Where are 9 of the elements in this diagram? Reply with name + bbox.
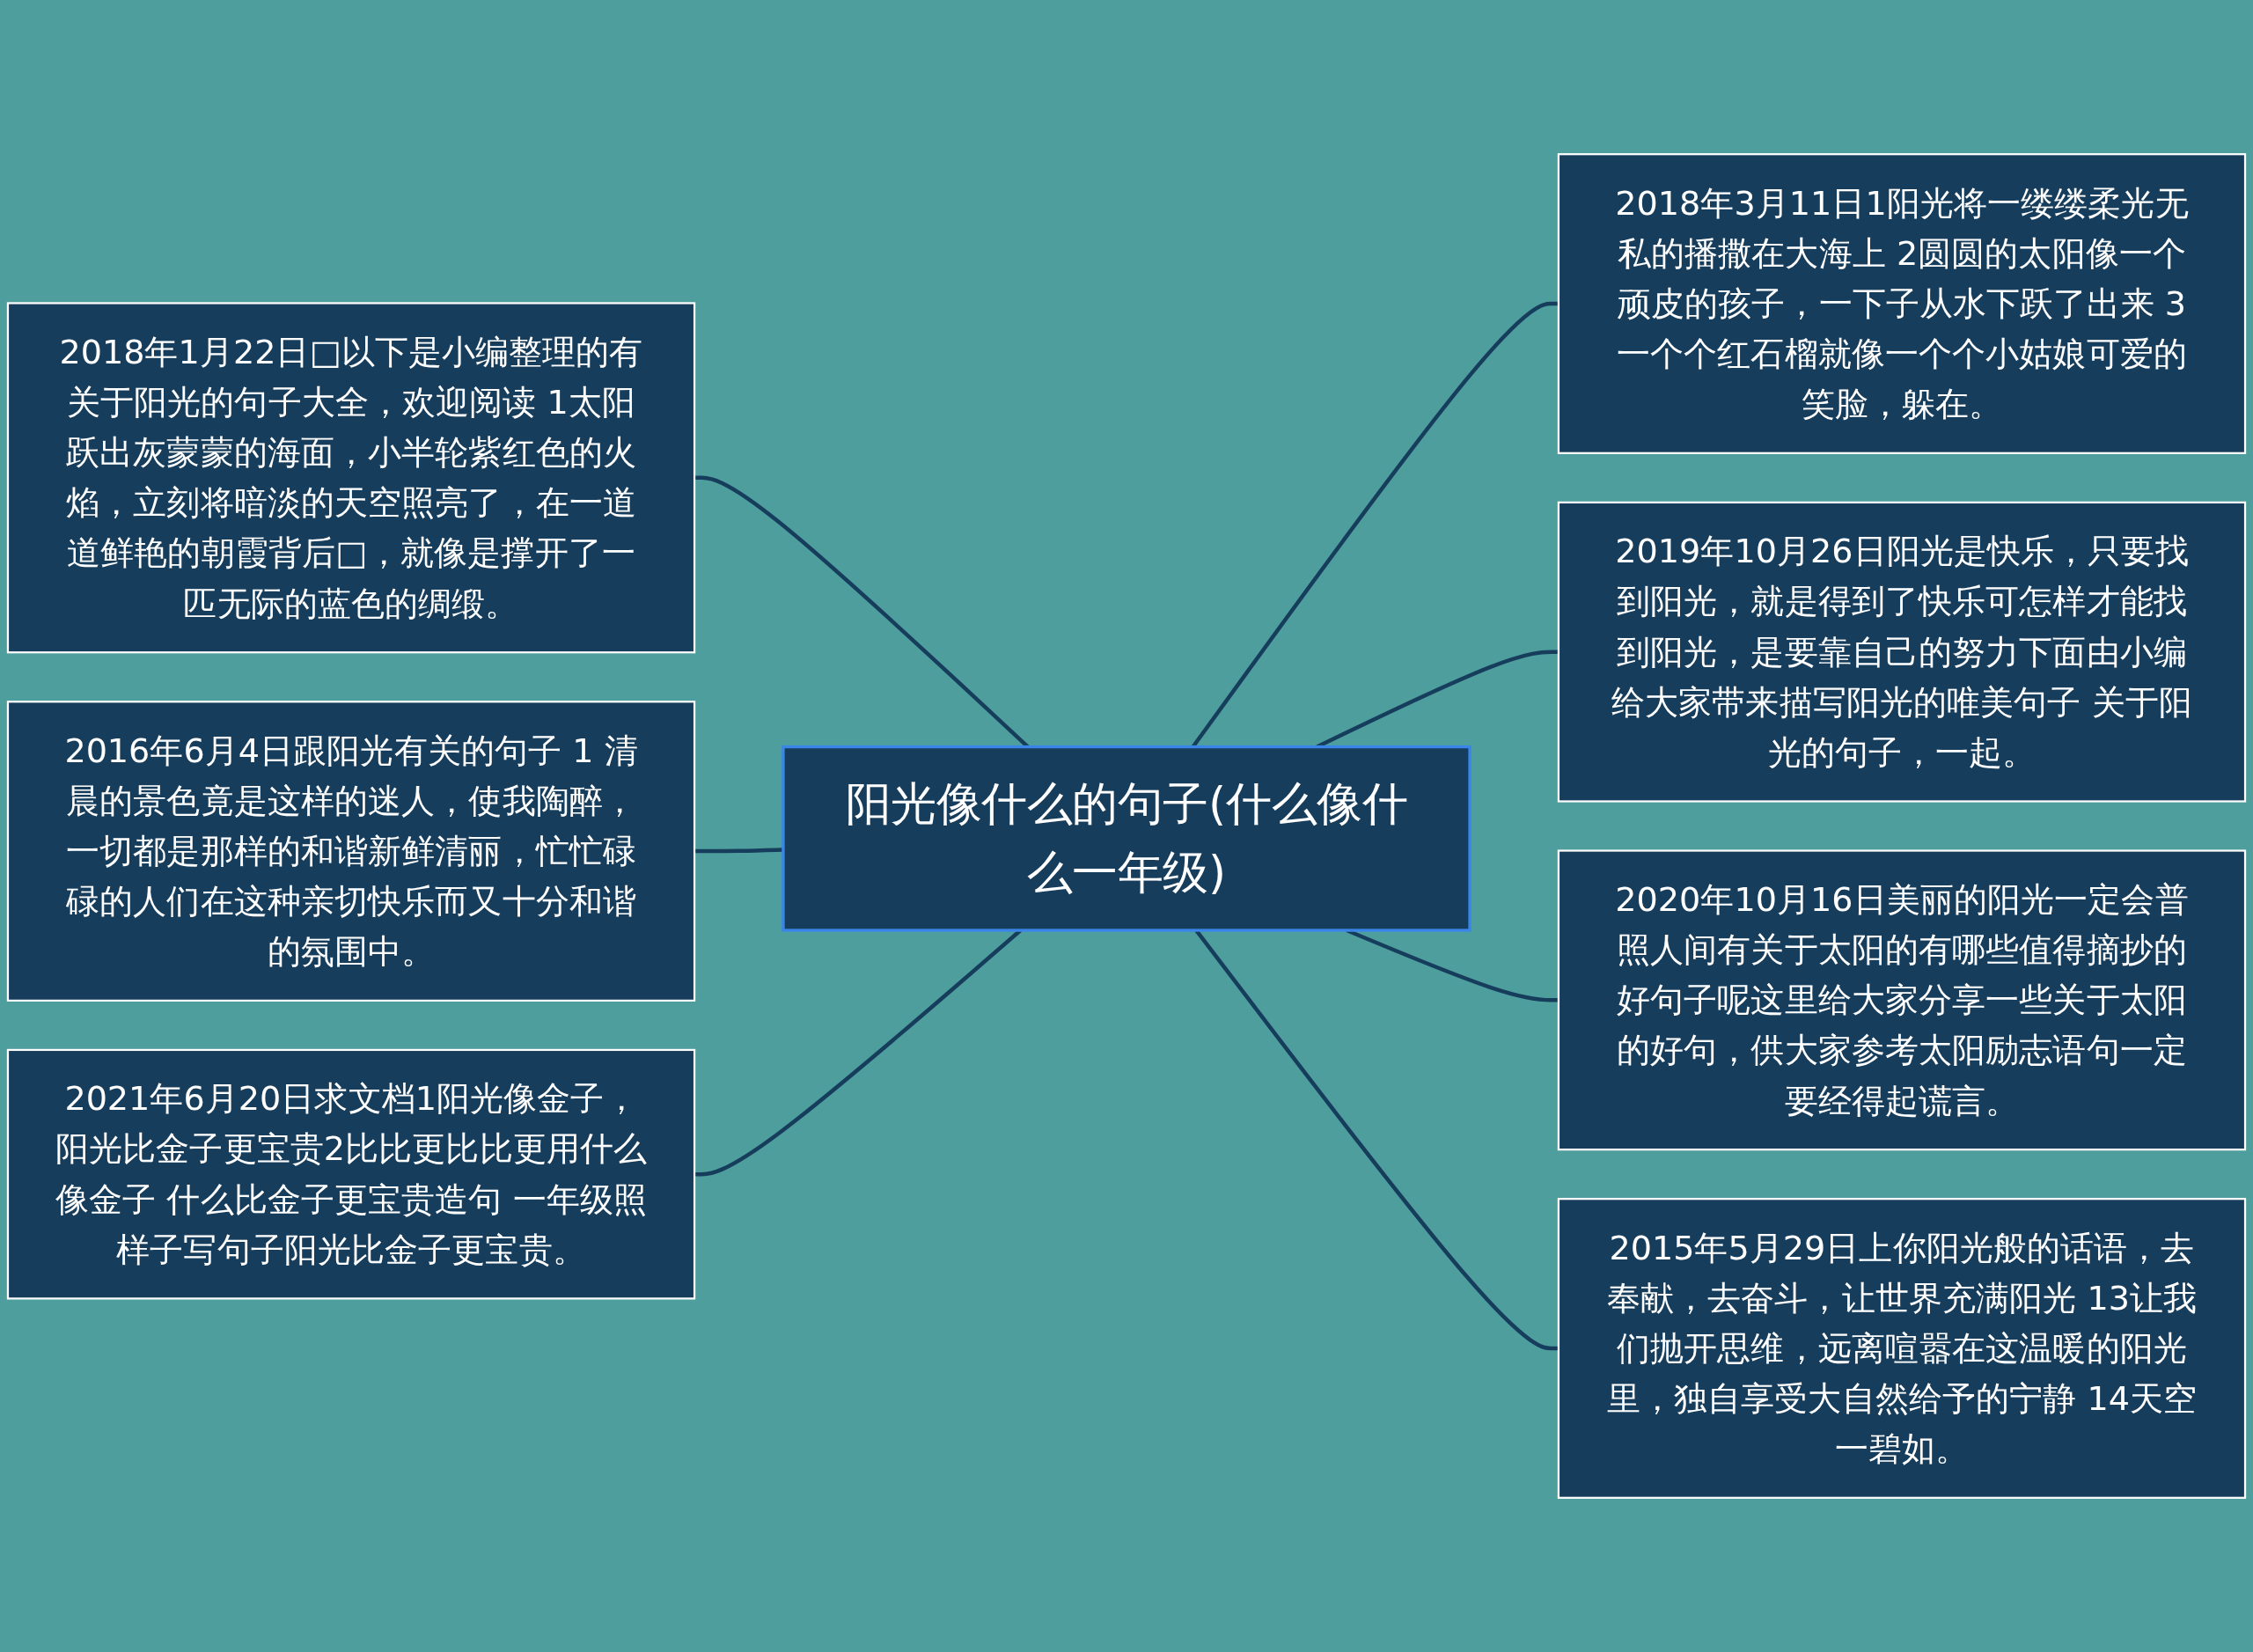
node-box: 2015年5月29日上你阳光般的话语，去奉献，去奋斗，让世界充满阳光 13让我们抛开思维，远离喧嚣在这温暖的阳光里，独自享受大自然给予的宁静 14天空一碧如。 [1557,1198,2247,1499]
node-box: 2018年3月11日1阳光将一缕缕柔光无私的播撒在大海上 2圆圆的太阳像一个顽皮的孩子，一下子从水下跃了出来 3一个个红石榴就像一个个小姑娘可爱的笑脸，躲在。 [1557,153,2247,454]
node-box: 2019年10月26日阳光是快乐，只要找到阳光，就是得到了快乐可怎样才能找到阳光，是要靠自己的努力下面由小编给大家带来描写阳光的唯美句子 关于阳光的句子，一起。 [1557,501,2247,803]
node-box: 2020年10月16日美丽的阳光一定会普照人间有关于太阳的有哪些值得摘抄的好句子呢这里给大家分享一些关于太阳的好句，供大家参考太阳励志语句一定要经得起谎言。 [1557,849,2247,1151]
node-box: 2016年6月4日跟阳光有关的句子 1 清晨的景色竟是这样的迷人，使我陶醉，一切都是那样的和谐新鲜清丽，忙忙碌碌的人们在这种亲切快乐而又十分和谐的氛围中。 [6,701,696,1002]
node-box: 阳光像什么的句子(什么像什么一年级) [782,745,1471,932]
node-box: 2021年6月20日求文档1阳光像金子，阳光比金子更宝贵2比比更比比更用什么像金子 什么比金子更宝贵造句 一年级照样子写句子阳光比金子更宝贵。 [6,1048,696,1300]
connector [694,848,783,854]
node-box: 2018年1月22日□以下是小编整理的有关于阳光的句子大全，欢迎阅读 1太阳跃出灰蒙蒙的海面，小半轮紫红色的火焰，立刻将暗淡的天空照亮了，在一道道鲜艳的朝霞背后□，就像是撑开了一匹无际的蓝色的绸缎。 [6,302,696,654]
